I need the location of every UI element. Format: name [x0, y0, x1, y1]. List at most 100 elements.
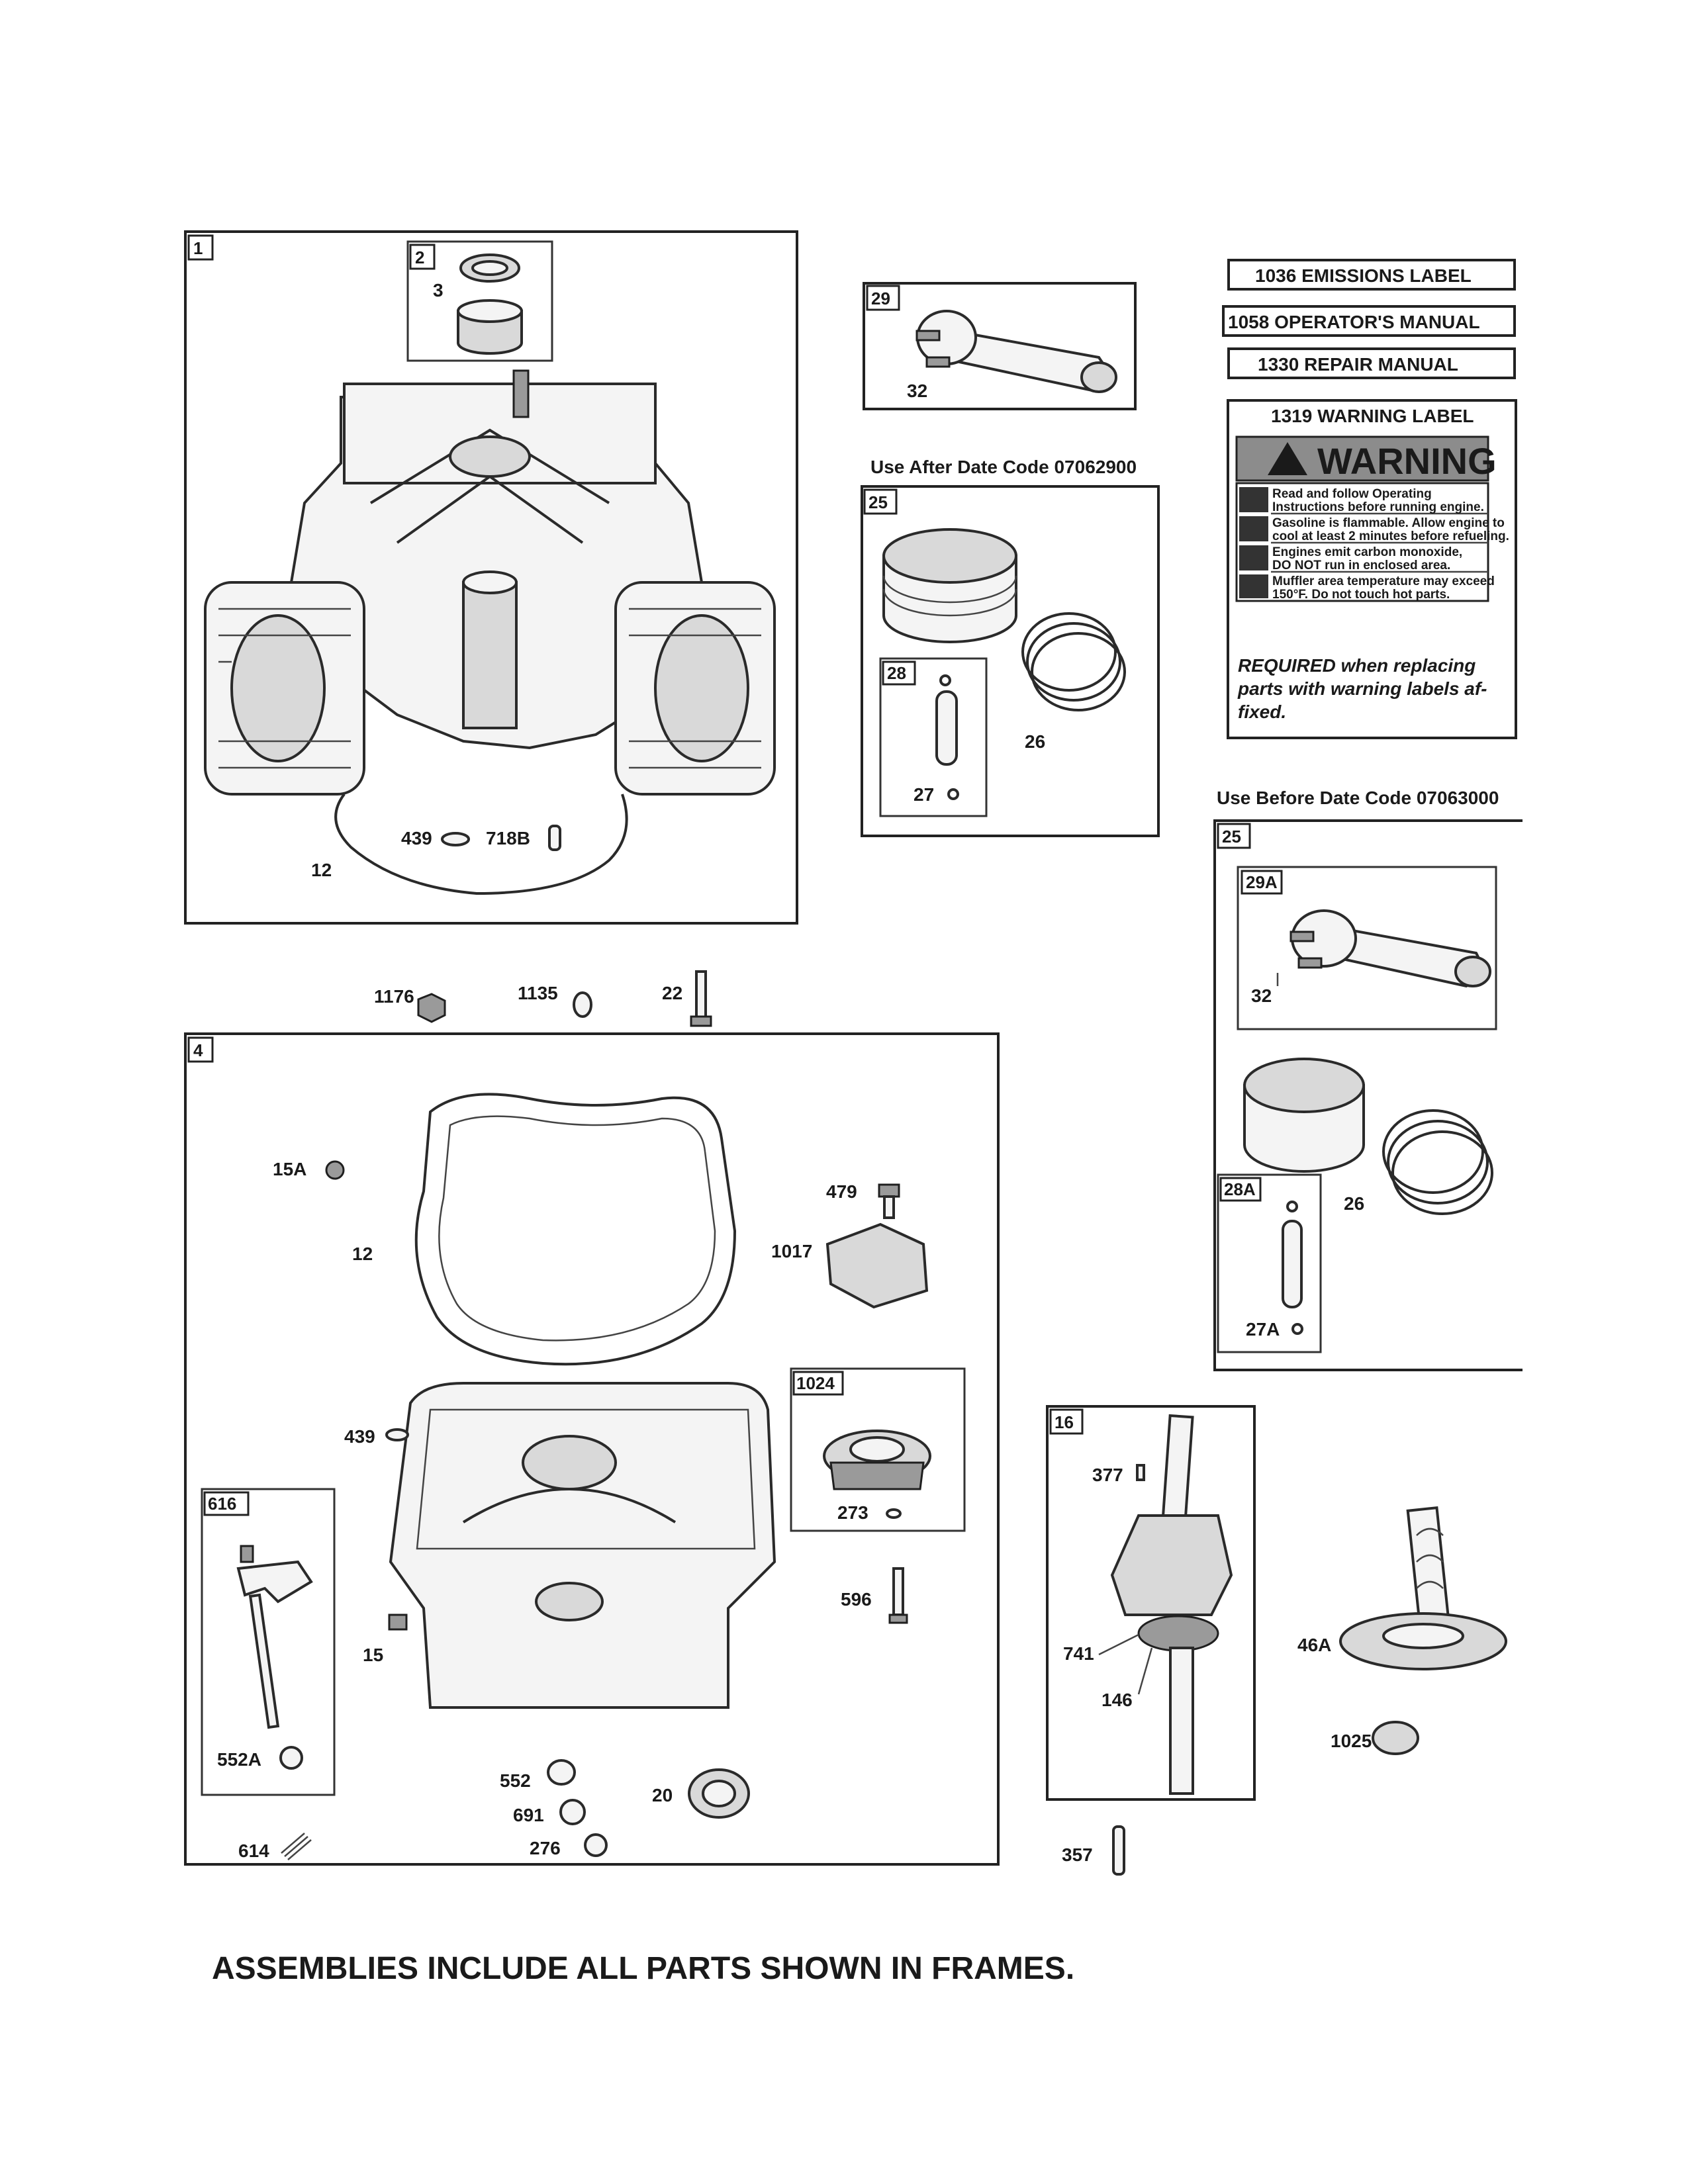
part-146-label: 146 — [1102, 1690, 1133, 1710]
frame-1-border — [184, 230, 798, 925]
warning-label-box-title: 1319 WARNING LABEL — [1271, 406, 1474, 426]
part-718b-drawing — [548, 825, 561, 851]
part-12-label-b: 12 — [352, 1244, 373, 1264]
right-cylinder-fins — [629, 608, 761, 769]
part-596-bolt-head — [888, 1614, 908, 1624]
part-15-plug-drawing — [388, 1614, 408, 1631]
part-12-label-a: 12 — [311, 860, 332, 880]
part-357-pin-drawing — [1112, 1825, 1125, 1876]
ring-before-1 — [1382, 1109, 1484, 1194]
part-741-label: 741 — [1063, 1643, 1094, 1664]
frame-28-border — [879, 657, 988, 817]
block-top-bore — [449, 435, 531, 478]
frame-28a-tag — [1219, 1177, 1262, 1202]
crankcase-rib — [462, 1488, 677, 1524]
ring-after-3 — [1031, 632, 1126, 711]
part-22-bolt-head — [690, 1015, 712, 1027]
hot-surface-icon — [1239, 574, 1268, 598]
operators-manual-box — [1222, 305, 1516, 337]
warning-required-line-2: parts with warning labels af- — [1237, 678, 1487, 699]
frame-29a-border — [1237, 866, 1497, 1030]
ring-after-2 — [1026, 622, 1121, 702]
part-479-bolt-head — [878, 1183, 900, 1198]
part-596-label: 596 — [841, 1589, 872, 1610]
part-552a-washer-drawing — [279, 1746, 303, 1770]
rod-bolt-a — [915, 330, 941, 341]
warning-line-4b: 150°F. Do not touch hot parts. — [1272, 588, 1450, 602]
frame-25-after-tag-label: 25 — [868, 492, 888, 512]
loose-fasteners-top: 1176 1135 22 — [374, 970, 712, 1027]
warning-row-dividers — [1271, 512, 1488, 573]
part-614-label: 614 — [238, 1841, 269, 1861]
part-3-label: 3 — [433, 280, 444, 300]
part-1135-label: 1135 — [518, 983, 558, 1003]
frame-28-tag — [882, 660, 916, 686]
camshaft-drawing — [1406, 1506, 1451, 1631]
part-26-label-b: 26 — [1344, 1193, 1364, 1214]
frame-28-tag-label: 28 — [887, 663, 906, 683]
block-breather-tube — [512, 369, 530, 418]
frame-25-after-tag — [863, 488, 898, 515]
part-1176-nut-drawing — [417, 993, 446, 1023]
part-276-oring-drawing — [584, 1833, 608, 1857]
part-15a-plug-drawing — [325, 1160, 345, 1180]
piston-pin-28a-drawing — [1282, 1220, 1303, 1308]
part-1025-washer-drawing — [1372, 1721, 1419, 1755]
note-use-after-date: Use After Date Code 07062900 — [870, 457, 1137, 477]
part-22-label: 22 — [662, 983, 682, 1003]
ring-after-1 — [1021, 612, 1117, 692]
bushing-top — [457, 299, 523, 323]
part-614-spring-drawing — [281, 1833, 312, 1860]
ring-before-3 — [1391, 1130, 1493, 1215]
warning-line-4a: Muffler area temperature may exceed — [1272, 574, 1495, 588]
part-479-bolt-shank — [883, 1195, 895, 1219]
block-center-boss — [462, 581, 518, 729]
rod-29a-small-end — [1454, 956, 1491, 987]
frame-16-border — [1046, 1405, 1256, 1801]
exhaust-fumes-icon — [1239, 545, 1268, 570]
right-cylinder-bore — [654, 614, 749, 762]
frame-29-border — [863, 282, 1137, 410]
frame-25-piston-after: 25 26 28 27 — [861, 485, 1160, 837]
warning-line-2a: Gasoline is flammable. Allow engine to — [1272, 516, 1505, 530]
warning-banner — [1235, 435, 1489, 482]
warning-line-3b: DO NOT run in enclosed area. — [1272, 559, 1450, 572]
part-377-label: 377 — [1092, 1465, 1123, 1485]
warning-triangle-icon — [1268, 442, 1307, 475]
left-cylinder-fins — [218, 608, 351, 769]
frame-29-connecting-rod: 29 32 — [863, 282, 1137, 410]
part-691-label: 691 — [513, 1805, 544, 1825]
piston-after-crown — [882, 528, 1017, 584]
frame-29-tag-label: 29 — [871, 289, 890, 308]
manual-book-icon — [1239, 487, 1268, 512]
part-273-label: 273 — [837, 1502, 868, 1523]
part-20-label: 20 — [652, 1785, 673, 1805]
part-377-key-drawing — [1136, 1464, 1145, 1481]
frame-1024-tag — [792, 1371, 844, 1396]
rod-bolt-b — [925, 356, 951, 368]
frame-29a-tag — [1241, 870, 1283, 895]
emissions-label-box — [1227, 259, 1516, 291]
warning-heading: WARNING — [1317, 440, 1497, 482]
piston-after-ring-grooves — [882, 575, 1017, 617]
part-20-seal-bore — [702, 1780, 736, 1807]
frame-16-crankshaft: 16 377 741 146 — [1046, 1405, 1256, 1801]
part-439-label-b: 439 — [344, 1426, 375, 1447]
part-1025-label: 1025 — [1331, 1731, 1372, 1751]
piston-before-crown — [1243, 1058, 1365, 1113]
part-273-oring-drawing — [886, 1508, 902, 1519]
crankshaft-throw-drawing — [1110, 1514, 1233, 1616]
part-15a-label: 15A — [273, 1159, 306, 1179]
footer-note: ASSEMBLIES INCLUDE ALL PARTS SHOWN IN FR… — [212, 1951, 1074, 1986]
camshaft-group: 46A 1025 357 — [1062, 1506, 1507, 1876]
oil-pump-body-drawing — [829, 1461, 925, 1490]
block-v-ribs — [369, 428, 610, 504]
part-276-label: 276 — [530, 1838, 561, 1858]
repair-manual-text: 1330 REPAIR MANUAL — [1258, 354, 1458, 375]
part-1135-washer-drawing — [573, 991, 592, 1018]
frame-29a-tag-label: 29A — [1246, 872, 1278, 892]
crankshaft-pto-shaft — [1169, 1647, 1194, 1795]
part-26-label-a: 26 — [1025, 731, 1045, 752]
frame-2-tag — [409, 244, 436, 270]
pin-retainer-28a-bottom — [1291, 1323, 1303, 1335]
